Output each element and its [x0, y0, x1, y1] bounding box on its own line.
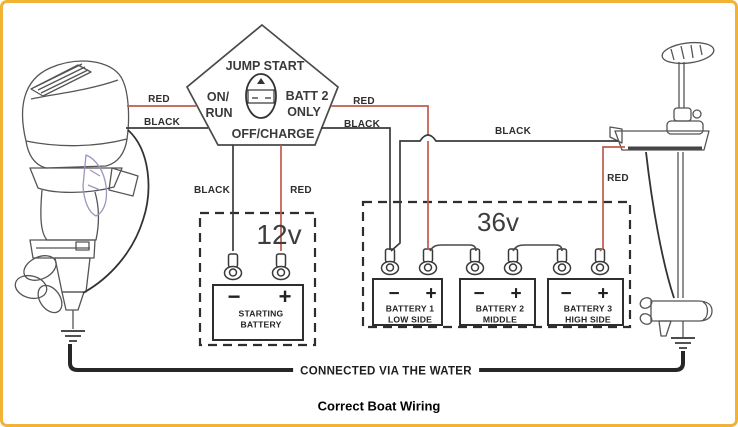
- battery-name: STARTING: [238, 308, 284, 319]
- wire-label-red: RED: [290, 185, 312, 196]
- battery-name: BATTERY 1: [385, 303, 435, 314]
- water-connection-label: CONNECTED VIA THE WATER: [293, 366, 479, 378]
- terminal-plus-label: +: [425, 283, 437, 305]
- trolling-motor: [609, 41, 715, 337]
- wire-label-black: BLACK: [144, 117, 180, 128]
- ground-symbol-left: [61, 330, 85, 342]
- wire-label-black: BLACK: [495, 126, 531, 137]
- red-wires: [127, 105, 625, 252]
- battery-box-36v: [361, 200, 632, 329]
- voltage-label-12v: 12v: [256, 219, 302, 250]
- battery-name: BATTERY: [240, 319, 282, 330]
- switch-on-run-label: ON/: [206, 89, 230, 104]
- switch-batt2-label: ONLY: [287, 104, 321, 119]
- switch-pointer-icon: [257, 78, 265, 84]
- battery-name: HIGH SIDE: [565, 314, 611, 325]
- battery-rects: [212, 278, 624, 341]
- terminal-minus-label: −: [560, 283, 572, 305]
- switch-knob-icon: [245, 73, 277, 119]
- ground-symbol-right: [671, 337, 695, 349]
- outboard-motor: [14, 60, 150, 329]
- wire-label-black: BLACK: [344, 119, 380, 130]
- switch-off-charge-label: OFF/CHARGE: [231, 126, 315, 141]
- terminal-plus-label: +: [278, 284, 292, 309]
- battery-box-12v: [198, 211, 317, 347]
- battery-name: BATTERY 2: [475, 303, 525, 314]
- diagram-caption: Correct Boat Wiring: [317, 398, 441, 414]
- wire-label-red: RED: [353, 96, 375, 107]
- jumper-wires: [429, 244, 563, 252]
- battery-name: LOW SIDE: [387, 314, 433, 325]
- voltage-label-36v: 36v: [477, 207, 519, 237]
- switch-on-run-label: RUN: [205, 105, 233, 120]
- wiring-svg: [14, 23, 715, 372]
- terminal-minus-label: −: [227, 284, 241, 309]
- switch-title: JUMP START: [225, 58, 305, 73]
- wire-label-red: RED: [148, 94, 170, 105]
- wire-label-red: RED: [607, 173, 629, 184]
- terminal-minus-label: −: [388, 283, 400, 305]
- terminal-plus-label: +: [510, 283, 522, 305]
- wire-label-black: BLACK: [194, 185, 230, 196]
- battery-terminals: [223, 248, 610, 281]
- terminal-minus-label: −: [473, 283, 485, 305]
- battery-name: BATTERY 3: [563, 303, 613, 314]
- battery-name: MIDDLE: [482, 314, 518, 325]
- switch-batt2-label: BATT 2: [285, 88, 329, 103]
- terminal-plus-label: +: [597, 283, 609, 305]
- jump-start-switch: [185, 23, 340, 146]
- black-wires: [126, 127, 618, 252]
